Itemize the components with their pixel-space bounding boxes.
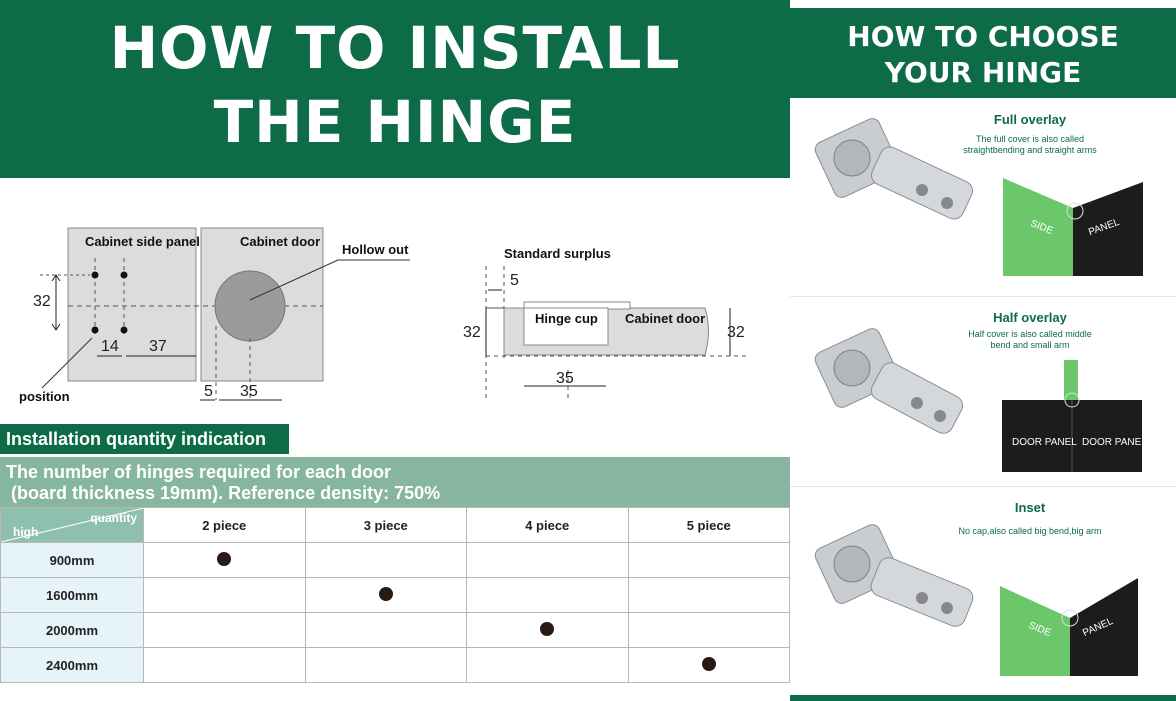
cabinet-hole-diagram — [40, 227, 410, 401]
quantity-desc-line1: The number of hinges required for each d… — [6, 462, 392, 482]
half-overlay-right-text: DOOR PANEL — [1082, 437, 1147, 448]
table-cell — [143, 577, 306, 613]
half-overlay-title: Half overlay — [993, 310, 1067, 325]
side-panel-label: Cabinet side panel — [85, 234, 200, 249]
column-header: 3 piece — [304, 507, 467, 543]
dim-5-b: 5 — [510, 272, 519, 289]
dim-5: 5 — [204, 383, 213, 400]
full-overlay-hinge-image — [814, 118, 973, 220]
install-header: HOW TO INSTALL THE HINGE — [0, 0, 790, 178]
install-title-line2: THE HINGE — [213, 88, 577, 156]
choose-header: HOW TO CHOOSE YOUR HINGE — [790, 8, 1176, 98]
dim-14: 14 — [101, 338, 119, 355]
half-overlay-hinge-image — [814, 328, 964, 434]
hinge-cup-diagram — [485, 266, 750, 402]
dim-35: 35 — [240, 383, 258, 400]
install-title-line1: HOW TO INSTALL — [109, 14, 681, 82]
selected-dot-icon — [378, 586, 393, 601]
table-cell — [304, 542, 467, 578]
hollow-circle — [214, 270, 286, 342]
half-overlay-desc1: Half cover is also called middle — [968, 329, 1092, 339]
bottom-bar — [790, 695, 1176, 701]
half-overlay-side-plate-text: SIDE PLATE — [1076, 364, 1082, 399]
table-cell — [466, 542, 629, 578]
column-header: 5 piece — [627, 507, 790, 543]
inset-title: Inset — [1014, 500, 1046, 515]
table-corner-cell: quantity high — [0, 507, 144, 543]
row-height-label: 2000mm — [0, 612, 144, 648]
quantity-description: The number of hinges required for each d… — [0, 457, 790, 507]
quantity-title: Installation quantity indication — [0, 424, 289, 454]
hinge-cup-label: Hinge cup — [535, 311, 598, 326]
position-label: position — [19, 389, 70, 404]
table-cell — [627, 647, 790, 683]
inset-hinge-image — [814, 524, 974, 627]
side-panel-shape — [67, 227, 197, 382]
table-cell — [466, 577, 629, 613]
corner-quantity-label: quantity — [90, 511, 137, 525]
table-header-row: quantity high 2 piece 3 piece 4 piece 5 … — [0, 507, 790, 543]
table-row: 2400mm — [0, 647, 790, 683]
selected-dot-icon — [701, 656, 716, 671]
table-cell — [304, 647, 467, 683]
table-cell — [143, 612, 306, 648]
column-header: 2 piece — [143, 507, 306, 543]
dim-32-left: 32 — [463, 324, 481, 341]
full-overlay-panel-image — [1003, 178, 1143, 276]
hinge-quantity-table: quantity high 2 piece 3 piece 4 piece 5 … — [0, 507, 790, 683]
quantity-desc-line2: (board thickness 19mm). Reference densit… — [6, 483, 441, 503]
table-row: 2000mm — [0, 612, 790, 648]
table-cell — [466, 612, 629, 648]
dim-35-b: 35 — [556, 370, 574, 387]
half-overlay-panel-image — [1002, 360, 1142, 472]
full-overlay-desc1: The full cover is also called — [975, 134, 1085, 144]
table-cell — [466, 647, 629, 683]
column-header: 4 piece — [466, 507, 629, 543]
inset-panel-image — [1000, 578, 1138, 676]
half-overlay-desc2: bend and small arm — [990, 340, 1070, 350]
cabinet-door-label-2: Cabinet door — [625, 311, 706, 326]
dim-37: 37 — [149, 338, 167, 355]
full-overlay-title: Full overlay — [993, 112, 1067, 127]
corner-high-label: high — [13, 525, 39, 539]
row-height-label: 2400mm — [0, 647, 144, 683]
dim-32: 32 — [33, 293, 51, 310]
table-cell — [143, 647, 306, 683]
table-cell — [627, 577, 790, 613]
row-height-label: 900mm — [0, 542, 144, 578]
table-cell — [143, 542, 306, 578]
table-cell — [304, 612, 467, 648]
selected-dot-icon — [217, 551, 232, 566]
selected-dot-icon — [540, 621, 555, 636]
row-height-label: 1600mm — [0, 577, 144, 613]
inset-desc1: No cap,also called big bend,big arm — [958, 526, 1102, 536]
door-label: Cabinet door — [240, 234, 321, 249]
half-overlay-left-text: DOOR PANEL — [1012, 437, 1077, 448]
hollow-label: Hollow out — [342, 242, 409, 257]
choose-title-line1: HOW TO CHOOSE — [847, 20, 1119, 53]
choose-title-line2: YOUR HINGE — [884, 56, 1082, 89]
table-row: 900mm — [0, 542, 790, 578]
hinge-cup-shape — [523, 307, 609, 346]
standard-surplus-label: Standard surplus — [504, 246, 611, 261]
table-cell — [627, 542, 790, 578]
full-overlay-desc2: straightbending and straight arms — [963, 145, 1097, 155]
table-row: 1600mm — [0, 577, 790, 613]
dim-32-right: 32 — [727, 324, 745, 341]
table-cell — [627, 612, 790, 648]
table-cell — [304, 577, 467, 613]
